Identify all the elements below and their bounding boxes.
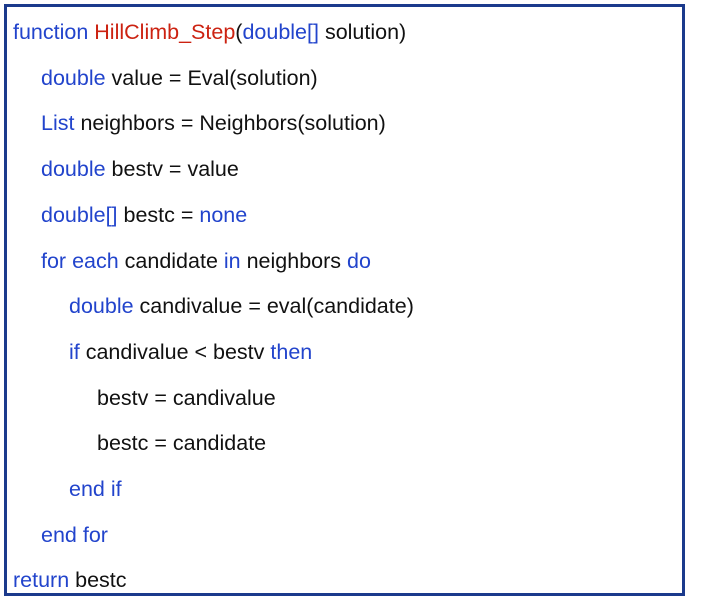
code-line: double bestv = value [41,154,239,184]
keyword-token: double[] [41,202,118,227]
code-token: bestv = candivalue [97,385,276,410]
code-line: end if [69,474,122,504]
code-line: double value = Eval(solution) [41,63,318,93]
code-lines: function HillClimb_Step(double[] solutio… [7,7,682,593]
code-line: function HillClimb_Step(double[] solutio… [13,17,406,47]
code-token: neighbors = Neighbors(solution) [74,111,386,136]
code-token: bestc [69,568,127,593]
code-token: value = Eval(solution) [105,65,318,90]
keyword-token: return [13,568,70,593]
code-token: bestc = candidate [97,431,267,456]
code-line: end for [41,520,108,550]
code-token: ( [235,20,243,44]
keyword-token: then [270,339,313,364]
code-line: double[] bestc = none [41,200,247,230]
code-token: solution) [318,20,407,44]
keyword-token: end for [41,522,108,547]
code-token: candivalue < bestv [79,339,271,364]
code-token: candivalue = eval(candidate) [133,294,414,319]
code-line: List neighbors = Neighbors(solution) [41,108,386,138]
keyword-token: double [41,157,106,182]
code-token: neighbors [240,248,348,273]
keyword-token: List [41,111,75,136]
keyword-token: double[] [242,20,319,44]
keyword-token: double [41,65,106,90]
code-line: double candivalue = eval(candidate) [69,291,414,321]
code-token: candidate [118,248,224,273]
keyword-token: none [199,202,248,227]
code-line: bestc = candidate [97,428,266,458]
keyword-token: double [69,294,134,319]
keyword-token: in [223,248,241,273]
keyword-token: for each [41,248,119,273]
pseudocode-box: function HillClimb_Step(double[] solutio… [4,4,685,596]
code-line: bestv = candivalue [97,383,276,413]
keyword-token: end if [69,477,122,501]
keyword-token: if [69,339,80,364]
keyword-token: function [13,20,95,44]
code-line: for each candidate in neighbors do [41,246,371,276]
code-token: bestc = [117,202,200,227]
function-name-token: HillClimb_Step [94,20,236,44]
code-token: bestv = value [105,157,239,182]
code-line: return bestc [13,565,127,595]
keyword-token: do [347,248,371,273]
code-line: if candivalue < bestv then [69,337,312,367]
